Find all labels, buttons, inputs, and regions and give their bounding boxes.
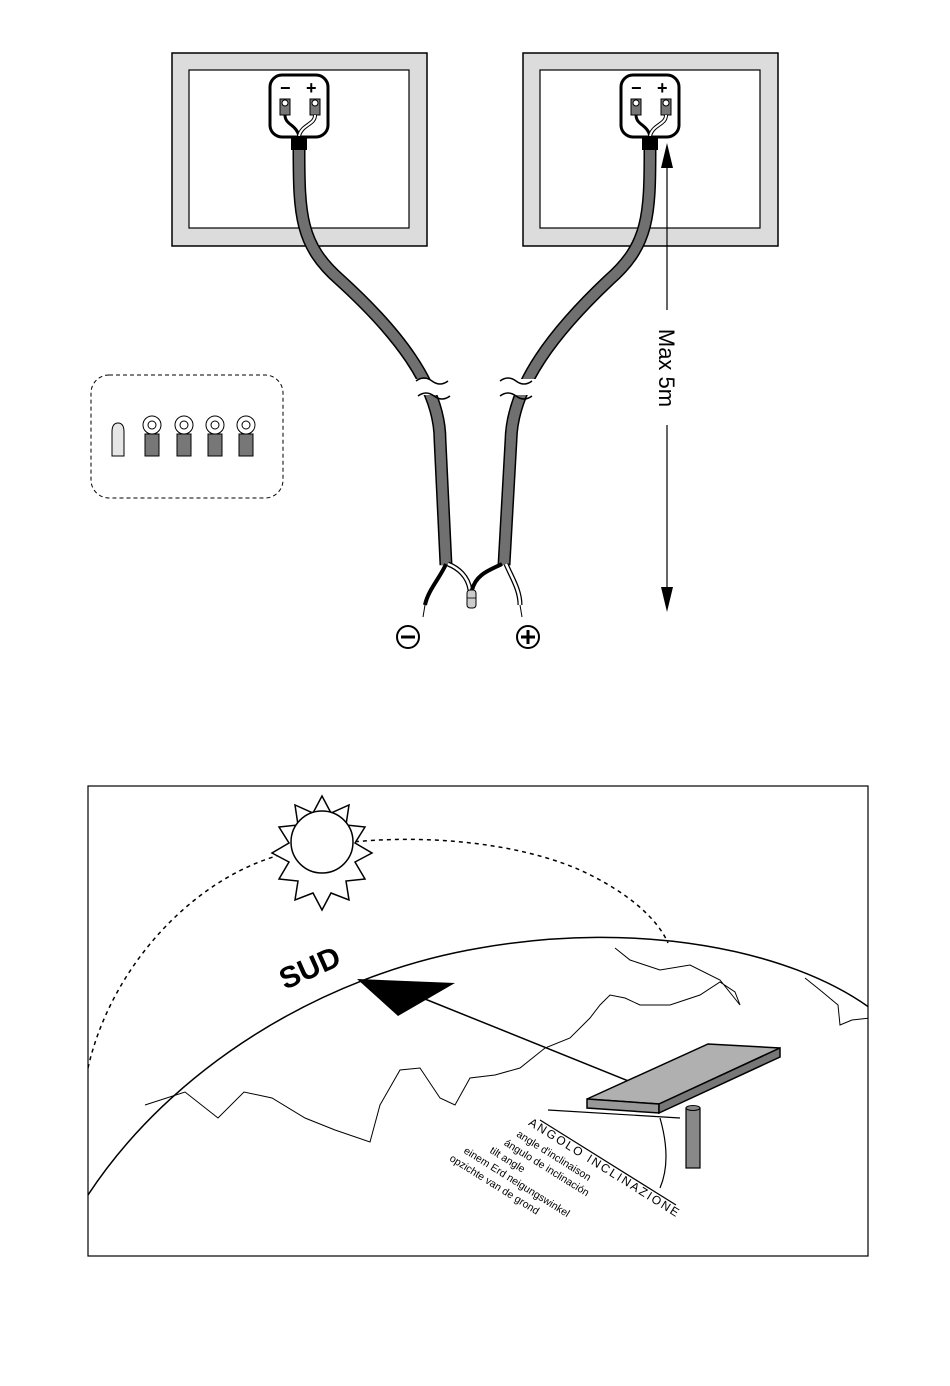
cable-break-left	[414, 378, 454, 399]
positive-label: +	[0, 0, 1, 1]
ring-terminal-icon	[175, 416, 193, 456]
terminal-minus-label-right: −	[631, 78, 642, 98]
wiring-diagram: − + − +	[0, 0, 778, 648]
terminal-plus-label-right: +	[657, 78, 668, 98]
wire-ends	[423, 564, 522, 617]
max-length-label: Max 5m	[654, 329, 679, 407]
negative-label: −	[0, 0, 1, 1]
ring-terminal-icon	[206, 416, 224, 456]
connector-kit	[91, 375, 283, 498]
terminal-plus-label-left: +	[306, 78, 317, 98]
orientation-diagram: SUD ANGOLO INCLINAZIONE angle d'inclinai…	[88, 786, 870, 1282]
terminal-minus-label-left: −	[280, 78, 291, 98]
ring-terminal-icon	[143, 416, 161, 456]
ring-terminal-icon	[237, 416, 255, 456]
crimp-connector-icon	[112, 423, 124, 456]
